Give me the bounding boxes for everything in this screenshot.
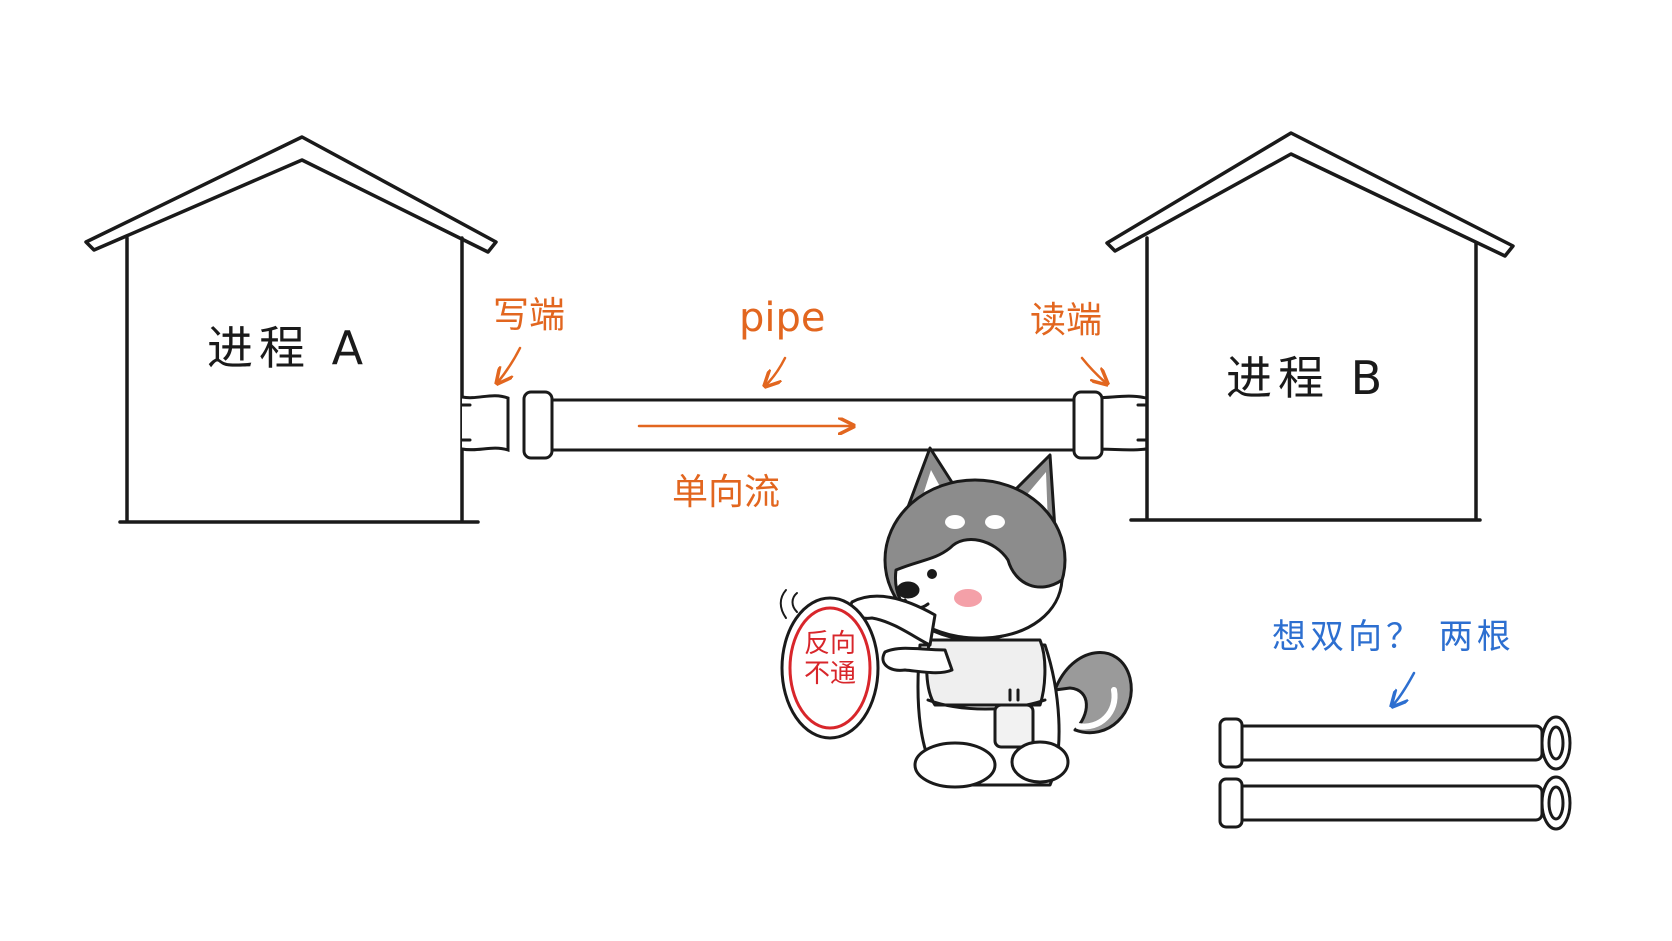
spare-pipe-icon — [1218, 715, 1572, 831]
one-way-flow-label: 单向流 — [672, 472, 781, 513]
process-b-label: 进程 B — [1226, 351, 1389, 405]
badge-line-2: 不通 — [803, 658, 856, 689]
pipe-icon — [460, 390, 1148, 460]
process-a-label: 进程 A — [207, 321, 370, 375]
badge-line-1: 反向 — [803, 629, 856, 659]
read-end-label: 读端 — [1030, 300, 1103, 341]
house-b-icon — [1105, 131, 1515, 522]
house-a-icon — [84, 135, 498, 524]
two-way-hint-label: 想双向？ 两根 — [1272, 617, 1515, 657]
write-end-label: 写端 — [493, 295, 566, 336]
husky-mascot-icon — [779, 446, 1133, 789]
pipe-label: pipe — [739, 295, 826, 341]
badge-disc — [780, 596, 880, 740]
badge-text: 反向 不通 — [800, 629, 860, 690]
